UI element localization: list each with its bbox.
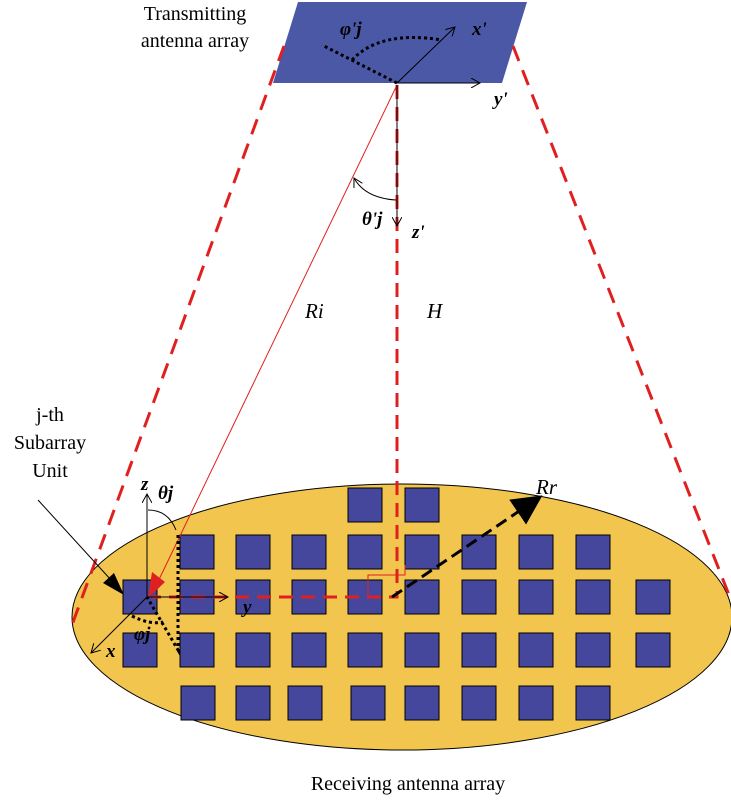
subarray-label-1: j-th <box>35 404 64 426</box>
element <box>635 632 671 668</box>
element <box>404 685 440 721</box>
phi-prime-label: φ'j <box>340 19 362 40</box>
element <box>347 534 383 570</box>
element <box>404 632 440 668</box>
element <box>235 534 271 570</box>
x-prime-axis <box>396 27 455 84</box>
element <box>461 632 497 668</box>
theta-arc <box>147 509 177 531</box>
element <box>575 579 611 615</box>
small-step <box>367 565 406 597</box>
receiving-elements <box>122 487 671 721</box>
element <box>518 685 554 721</box>
subarray-pointer-head <box>103 573 124 595</box>
element <box>122 632 158 668</box>
y-label: y <box>241 597 252 618</box>
element <box>291 632 327 668</box>
Ri-label: Ri <box>304 299 324 323</box>
transmitting-label-2: antenna array <box>141 30 249 52</box>
theta-phi-dotted <box>131 535 180 656</box>
element <box>291 579 327 615</box>
element <box>461 579 497 615</box>
element <box>347 487 383 523</box>
beam-lines <box>70 45 731 626</box>
x-label: x <box>105 641 116 662</box>
Ri-line <box>152 84 398 593</box>
element <box>518 534 554 570</box>
subarray-pointer <box>37 499 123 593</box>
transmitting-array-panel <box>273 2 527 83</box>
element <box>235 632 271 668</box>
x-prime-label: x' <box>471 19 487 40</box>
element <box>235 685 271 721</box>
Rr-label: Rr <box>535 475 558 499</box>
element <box>347 632 383 668</box>
subarray-label-3: Unit <box>32 460 68 482</box>
phi-prime-dotted <box>321 36 443 85</box>
theta-label: θj <box>158 483 174 504</box>
element <box>404 487 440 523</box>
element <box>575 632 611 668</box>
element <box>518 579 554 615</box>
element <box>179 534 215 570</box>
element <box>291 534 327 570</box>
element <box>575 685 611 721</box>
element <box>404 534 440 570</box>
element <box>461 534 497 570</box>
element <box>350 685 386 721</box>
receiving-label: Receiving antenna array <box>311 773 505 795</box>
subarray-label-2: Subarray <box>14 432 86 454</box>
H-path <box>152 85 399 599</box>
element <box>287 685 323 721</box>
H-label: H <box>426 299 444 323</box>
element <box>518 632 554 668</box>
theta-prime-label: θ'j <box>362 209 383 230</box>
right-beam-edge <box>511 45 731 601</box>
element <box>635 579 671 615</box>
y-prime-label: y' <box>492 89 508 110</box>
element <box>461 685 497 721</box>
phi-label: φj <box>134 624 151 645</box>
transmitting-label-1: Transmitting <box>144 3 247 25</box>
element <box>575 534 611 570</box>
z-prime-label: z' <box>411 222 425 243</box>
x-axis <box>91 596 148 653</box>
element <box>179 632 215 668</box>
theta-prime-arc <box>354 178 397 201</box>
z-label: z <box>140 474 149 495</box>
receiving-array-disc <box>71 483 731 751</box>
Rr-arrow <box>391 495 543 599</box>
Ri-arrowhead <box>148 572 165 598</box>
element <box>180 685 216 721</box>
